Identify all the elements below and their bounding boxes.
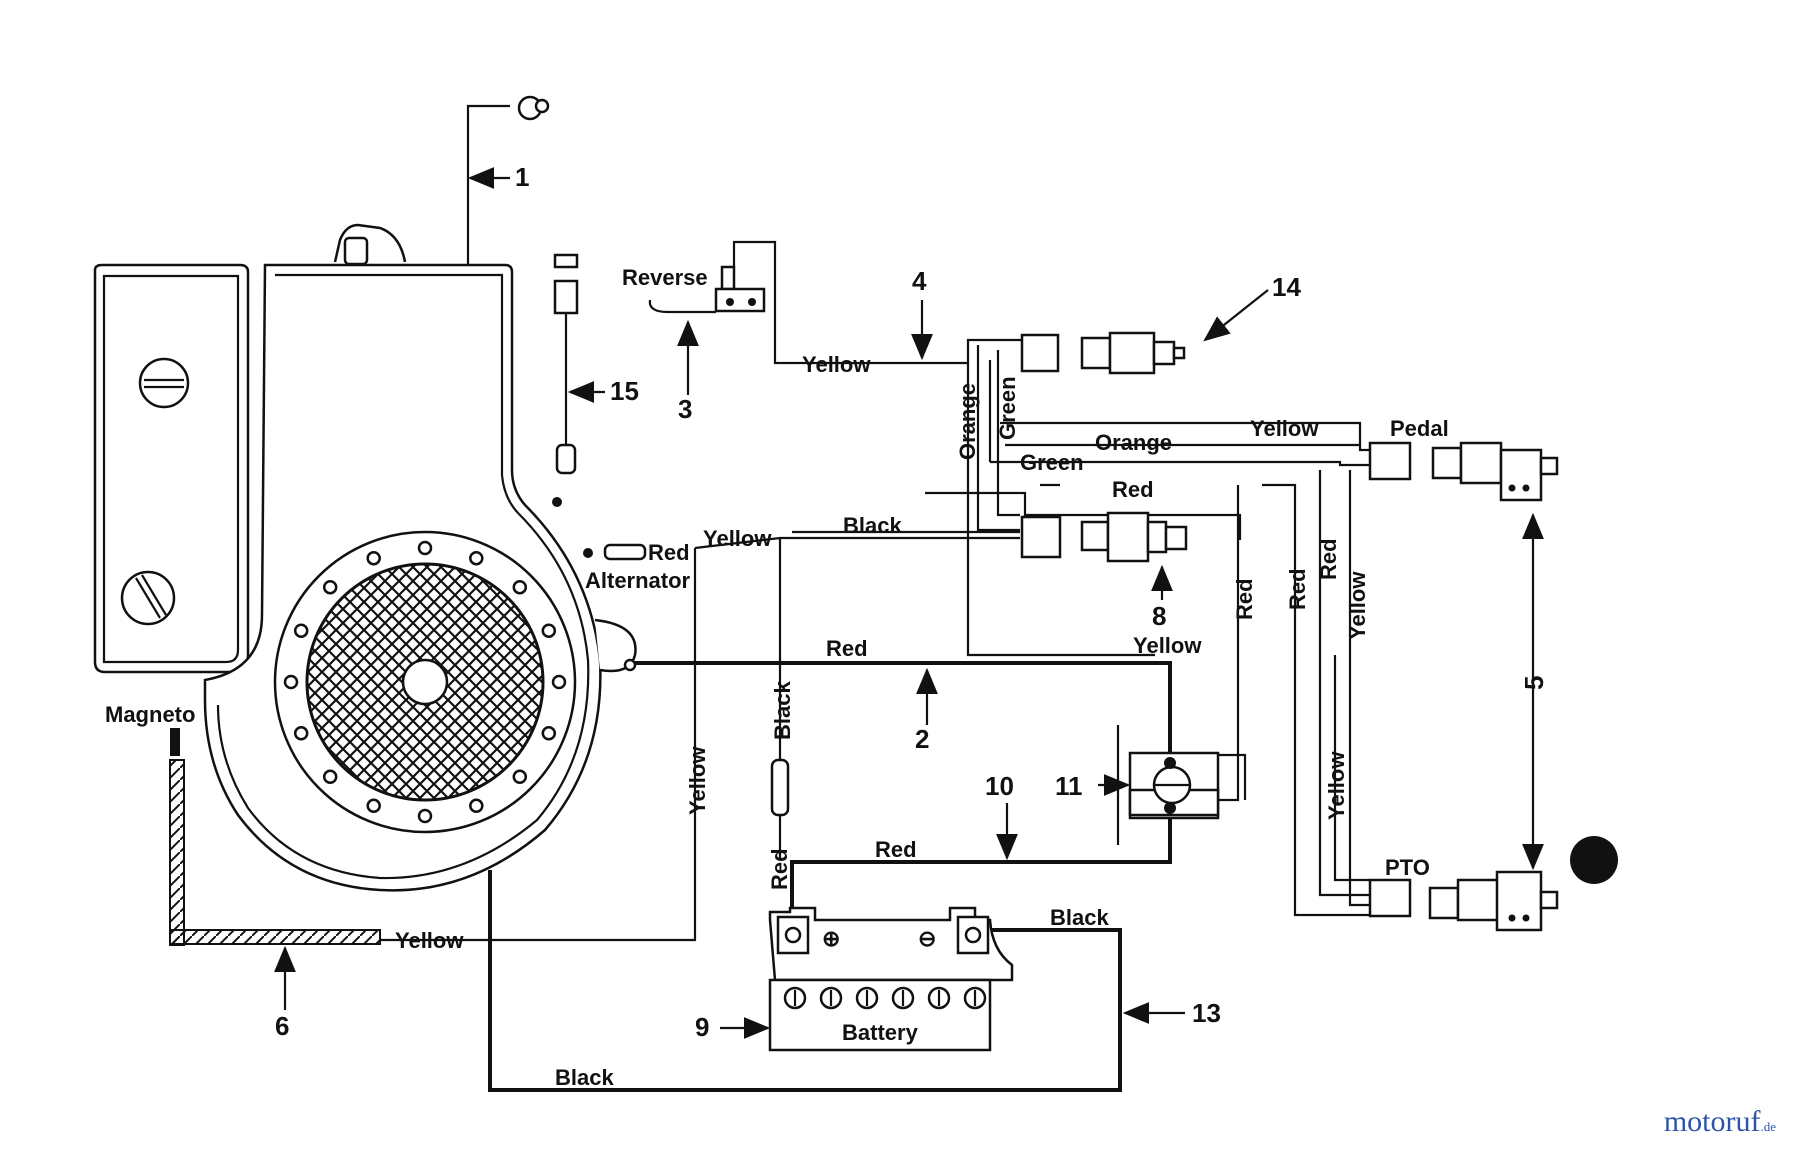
reverse-switch bbox=[648, 240, 930, 365]
wire-labels: Reverse Yellow Orange Green Green Orange… bbox=[105, 265, 1449, 1090]
flywheel-bolt bbox=[469, 798, 484, 814]
screw-icon bbox=[138, 357, 190, 409]
wiring bbox=[169, 95, 1559, 1092]
flywheel-bolt bbox=[551, 674, 567, 690]
watermark-logo: motoruf.de bbox=[1663, 1105, 1776, 1138]
solenoid bbox=[1116, 725, 1247, 845]
label-green-vertical: Green bbox=[995, 376, 1020, 440]
battery-plus-icon: ⊕ bbox=[822, 926, 840, 951]
spark-plug bbox=[333, 223, 407, 266]
callout-11: 11 bbox=[1055, 771, 1083, 801]
flywheel-bolt bbox=[293, 726, 309, 741]
magneto-strap bbox=[169, 728, 460, 946]
callout-5: 5 bbox=[1519, 676, 1549, 690]
label-black-ground: Black bbox=[555, 1065, 614, 1090]
black-dot bbox=[1570, 836, 1618, 884]
label-red-top: Red bbox=[1112, 477, 1154, 502]
callout-14: 14 bbox=[1272, 272, 1301, 302]
flywheel-bolt bbox=[322, 769, 338, 785]
label-black-vertical: Black bbox=[770, 681, 795, 740]
callout-8: 8 bbox=[1152, 601, 1166, 631]
flywheel-bolt bbox=[469, 550, 484, 566]
flywheel-bolt bbox=[541, 623, 557, 638]
callout-2: 2 bbox=[915, 724, 929, 754]
label-orange: Orange bbox=[1095, 430, 1172, 455]
flywheel-bolt bbox=[322, 579, 338, 595]
label-red-battery: Red bbox=[875, 837, 917, 862]
callout-3: 3 bbox=[678, 394, 692, 424]
label-battery: Battery bbox=[842, 1020, 919, 1045]
callout-10: 10 bbox=[985, 771, 1014, 801]
label-yellow-magneto: Yellow bbox=[395, 928, 464, 953]
pto-switch bbox=[1368, 870, 1559, 932]
flywheel-bolt bbox=[417, 808, 433, 824]
label-pedal: Pedal bbox=[1390, 416, 1449, 441]
flywheel-bolt bbox=[366, 798, 381, 814]
flywheel-bolt bbox=[293, 623, 309, 638]
flywheel-bolt bbox=[283, 674, 299, 690]
label-pto: PTO bbox=[1385, 855, 1430, 880]
flywheel-bolt bbox=[366, 550, 381, 566]
label-black-harness: Black bbox=[843, 513, 902, 538]
label-yellow-harness: Yellow bbox=[703, 526, 772, 551]
pedal-switch bbox=[1368, 441, 1559, 502]
ring-terminal-icon bbox=[517, 95, 550, 121]
label-yellow-vertical: Yellow bbox=[685, 746, 710, 815]
screw-icon bbox=[120, 570, 176, 626]
callout-4: 4 bbox=[912, 266, 927, 296]
label-yellow-v2: Yellow bbox=[1324, 751, 1349, 820]
flywheel-bolt bbox=[417, 540, 433, 556]
label-red-v2: Red bbox=[1285, 568, 1310, 610]
label-orange-vertical: Orange bbox=[955, 383, 980, 460]
callout-1: 1 bbox=[515, 162, 529, 192]
label-red-battery-vertical: Red bbox=[767, 848, 792, 890]
label-reverse: Reverse bbox=[622, 265, 708, 290]
callout-15: 15 bbox=[610, 376, 639, 406]
label-yellow: Yellow bbox=[802, 352, 871, 377]
label-yellow-mid: Yellow bbox=[1133, 633, 1202, 658]
engine bbox=[93, 223, 637, 892]
battery-minus-icon: ⊖ bbox=[918, 926, 936, 951]
label-magneto: Magneto bbox=[105, 702, 195, 727]
label-yellow-v1: Yellow bbox=[1345, 571, 1370, 640]
flywheel-bolt bbox=[512, 579, 528, 595]
label-red-v3: Red bbox=[1316, 538, 1341, 580]
callout-13: 13 bbox=[1192, 998, 1221, 1028]
ignition-switch bbox=[1020, 511, 1188, 563]
label-alternator: Alternator bbox=[585, 568, 691, 593]
callout-arrows bbox=[274, 167, 1544, 1039]
battery: ⊕ ⊖ bbox=[768, 906, 1014, 1052]
label-red-main: Red bbox=[826, 636, 868, 661]
callout-numbers: 1 2 3 4 5 6 8 9 10 11 13 14 15 bbox=[275, 162, 1549, 1042]
label-yellow-top: Yellow bbox=[1250, 416, 1319, 441]
label-black-battery: Black bbox=[1050, 905, 1109, 930]
label-red-v1: Red bbox=[1232, 578, 1257, 620]
label-green: Green bbox=[1020, 450, 1084, 475]
flywheel bbox=[273, 530, 577, 834]
flywheel-bolt bbox=[512, 769, 528, 785]
flywheel-bolt bbox=[541, 726, 557, 741]
label-red-alternator: Red bbox=[648, 540, 690, 565]
connector-15 bbox=[552, 253, 579, 507]
connector-14 bbox=[1020, 331, 1186, 375]
callout-6: 6 bbox=[275, 1011, 289, 1041]
callout-9: 9 bbox=[695, 1012, 709, 1042]
